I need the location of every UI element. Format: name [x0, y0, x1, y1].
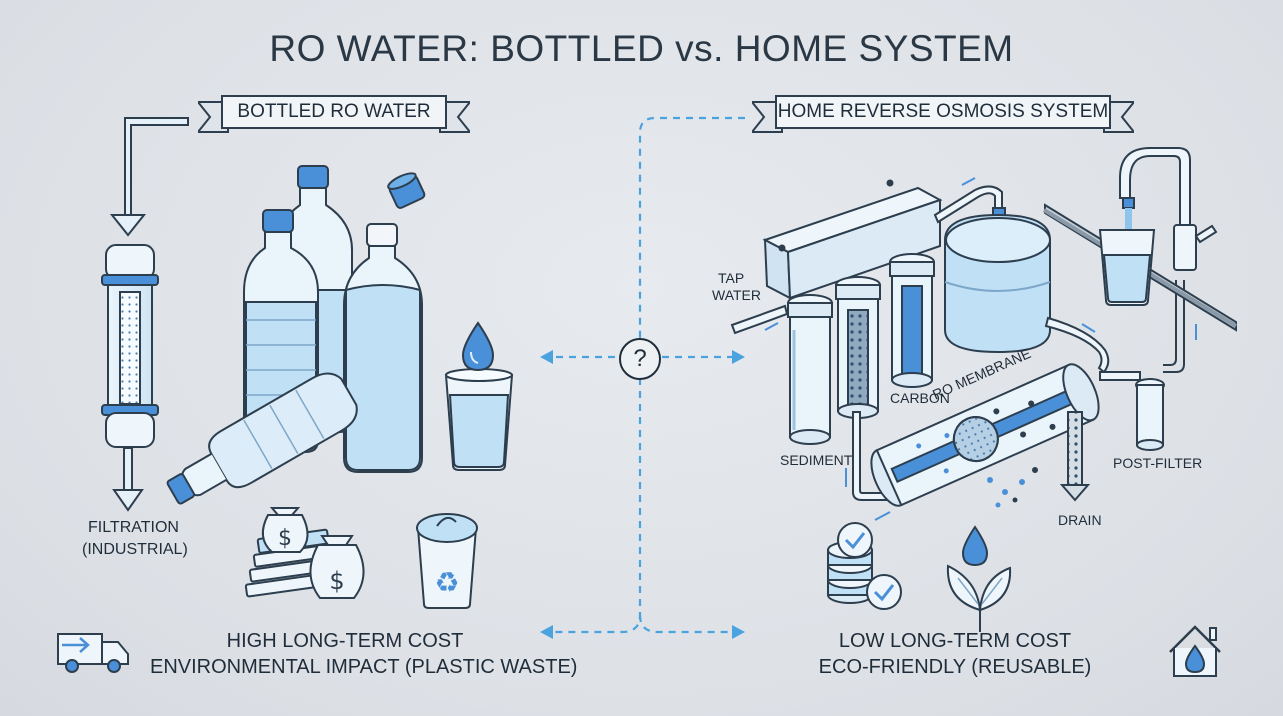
filtration-label: FILTRATION	[88, 519, 179, 536]
svg-text:♻: ♻	[434, 566, 459, 599]
money-bags-icon: $ $	[244, 507, 365, 599]
sediment-label: SEDIMENT	[780, 452, 853, 468]
faucet-icon	[1042, 147, 1238, 332]
water-drop-icon	[461, 321, 495, 372]
tap-label: TAP	[718, 270, 745, 286]
water-label: WATER	[712, 287, 761, 303]
right-banner-text: HOME REVERSE OSMOSIS SYSTEM	[777, 101, 1109, 122]
ro-system-icon	[730, 177, 1197, 521]
industrial-filter-flow	[109, 117, 189, 512]
left-banner-text: BOTTLED RO WATER	[237, 101, 431, 122]
delivery-truck-icon	[57, 633, 129, 673]
connector-arrowheads	[540, 350, 745, 639]
ribbon-shape	[752, 95, 1134, 133]
page-title: RO WATER: BOTTLED vs. HOME SYSTEM	[269, 28, 1014, 69]
home-drop-icon	[1169, 625, 1221, 677]
svg-text:$: $	[329, 567, 344, 595]
industrial-label: (INDUSTRIAL)	[82, 541, 188, 558]
ribbon-shape	[198, 95, 470, 133]
water-glass-icon	[444, 368, 514, 471]
center-connector-lines	[550, 116, 745, 634]
recycle-bin-icon: ♻	[416, 513, 478, 609]
filter-cartridge-icon	[101, 244, 159, 448]
right-banner: HOME REVERSE OSMOSIS SYSTEM	[752, 92, 1134, 133]
leaf-drop-icon	[946, 525, 1012, 632]
carbon-label: CARBON	[890, 390, 950, 406]
bottle-cap-icon	[387, 172, 426, 209]
right-caption-eco: ECO-FRIENDLY (REUSABLE)	[818, 656, 1092, 678]
right-caption-cost: LOW LONG-TERM COST	[838, 630, 1072, 652]
coins-check-icon	[827, 522, 902, 610]
question-mark-badge: ?	[619, 338, 661, 380]
water-bottle-icon	[166, 165, 423, 505]
post-filter-label: POST-FILTER	[1113, 455, 1203, 471]
left-caption-impact: ENVIRONMENTAL IMPACT (PLASTIC WASTE)	[150, 656, 578, 678]
drain-label: DRAIN	[1058, 512, 1102, 528]
left-caption-cost: HIGH LONG-TERM COST	[226, 630, 464, 652]
svg-text:$: $	[278, 526, 292, 551]
left-banner: BOTTLED RO WATER	[198, 92, 470, 133]
